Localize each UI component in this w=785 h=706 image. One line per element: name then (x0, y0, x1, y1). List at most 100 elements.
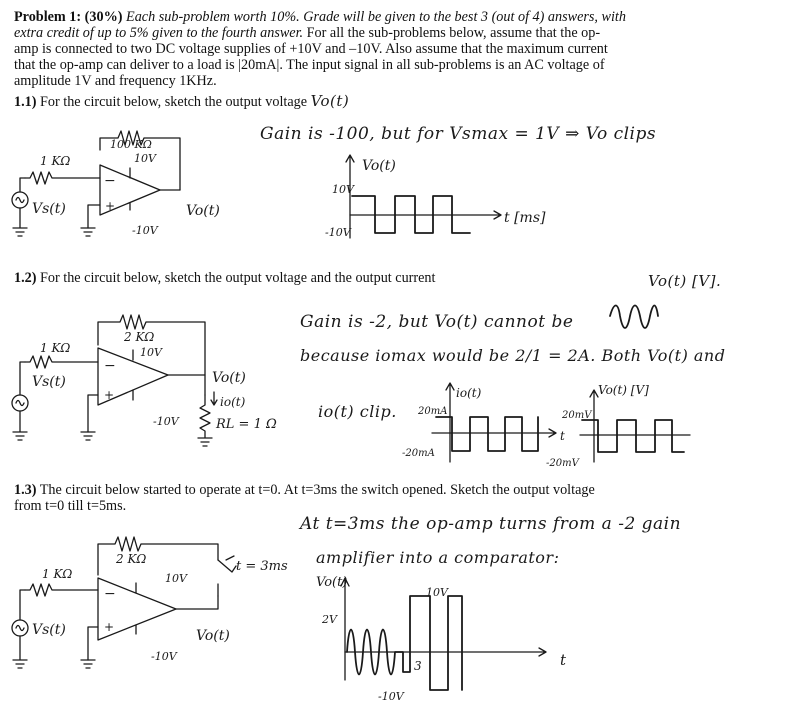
q1-plus-sign: + (105, 199, 115, 213)
q3-ground-plus (80, 659, 96, 669)
q2-plus-wire (87, 394, 99, 433)
q2-input-resistor (24, 355, 99, 369)
q3-switch-label: t = 3ms (236, 559, 288, 574)
q2-plot2-y-axis (589, 389, 599, 463)
q3-feedback-resistor (97, 536, 219, 576)
q3-vo-label: Vo(t) (196, 628, 230, 644)
q1-rf-label: 100 KΩ (110, 138, 152, 151)
q1-vs-label: Vs(t) (32, 201, 66, 217)
q2-prompt: 1.2) For the circuit below, sketch the o… (14, 270, 435, 286)
q3-vpos-label: 10V (165, 572, 188, 585)
q3-plot-y-axis (340, 577, 350, 681)
q1-prompt: 1.1) For the circuit below, sketch the o… (14, 93, 349, 110)
q2-plot2-y-label: Vo(t) [V] (598, 383, 649, 397)
q2-current-arrow (210, 391, 218, 406)
q3-rf-label: 2 KΩ (115, 552, 146, 566)
q3-output-wire (175, 595, 219, 610)
q3-plot-y-label: Vo(t) (316, 575, 347, 590)
problem-header-line-5: amplitude 1V and frequency 1KHz. (14, 73, 217, 89)
q3-plot-ytop: 10V (426, 586, 449, 599)
q3-switch (217, 555, 237, 597)
q3-prompt-line-1: 1.3) The circuit below started to operat… (14, 482, 595, 498)
problem-instructions-3: For all the sub-problems below, assume t… (306, 25, 601, 41)
q1-plot-y-axis (345, 154, 355, 239)
q2-plot2-ytop: 20mV (561, 410, 593, 421)
q3-input-resistor (24, 583, 99, 597)
q3-text-1: The circuit below started to operate at … (39, 482, 595, 498)
q2-answer-line-1: Gain is -2, but Vo(t) cannot be (300, 312, 574, 332)
q1-plot-x-axis (349, 210, 502, 220)
q1-feedback-resistor (99, 130, 181, 191)
q2-circuit: 1 KΩ 2 KΩ 10V -10V − + Vs(t) Vo(t) io(t)… (11, 314, 277, 447)
q2-plot1-ybot: -20mA (402, 448, 435, 459)
q3-circuit: 1 KΩ 2 KΩ 10V -10V − + Vs(t) Vo(t) t = 3… (11, 536, 288, 669)
q1-input-resistor (24, 171, 101, 185)
q2-answer-sketches: io(t) 20mA -20mA t Vo(t) [V] 20mV -20mV (402, 304, 691, 469)
problem-instructions-1: Each sub-problem worth 10%. Grade will b… (126, 9, 626, 25)
q2-number: 1.2) (14, 270, 37, 286)
q3-vs-label: Vs(t) (32, 622, 66, 638)
q2-plot1-ytop: 20mA (417, 406, 447, 417)
q3-answer-line-2: amplifier into a comparator: (316, 548, 560, 567)
problem-header-line-4: that the op-amp can deliver to a load is… (14, 57, 605, 73)
problem-header-line-1: Problem 1: (30%) Each sub-problem worth … (14, 9, 626, 25)
q2-text-a: For the circuit below, sketch the output… (40, 270, 308, 286)
q2-vs-label: Vs(t) (32, 374, 66, 390)
q2-rl-label: RL = 1 Ω (215, 417, 277, 432)
q1-answer-text: Gain is -100, but for Vsmax = 1V ⇒ Vo cl… (260, 124, 657, 144)
q2-source-wires (12, 361, 28, 441)
problem-instructions-2: extra credit of up to 5% given to the fo… (14, 25, 304, 41)
problem-header-line-2: extra credit of up to 5% given to the fo… (14, 25, 600, 41)
q2-ground-plus (80, 431, 96, 441)
q2-io-label: io(t) (220, 395, 246, 409)
q2-plot2-ybot: -20mV (546, 458, 581, 469)
q2-vneg-label: -10V (153, 415, 180, 428)
q2-big-sine-doodle (609, 304, 659, 329)
q1-ground-plus (80, 227, 96, 237)
q3-plot-ymid: 2V (321, 613, 338, 626)
q1-vneg-label: -10V (132, 224, 159, 237)
q1-vo-handwritten: Vo(t) (310, 92, 350, 110)
q3-plot-xmark: 3 (414, 659, 422, 673)
q2-voltage-clipped-wave (581, 419, 685, 453)
problem-header-line-3: amp is connected to two DC voltage suppl… (14, 41, 608, 57)
q1-text: For the circuit below, sketch the output… (40, 94, 308, 110)
q2-plus-sign: + (104, 388, 114, 402)
q2-plot1-y-axis (445, 382, 455, 463)
q3-plus-wire (87, 626, 99, 661)
q3-plot-ybot: -10V (378, 690, 405, 703)
q3-prompt-line-2: from t=0 till t=5ms. (14, 498, 127, 514)
q2-plot1-x-label: t (560, 429, 565, 443)
q2-text-b: and the output current (310, 270, 436, 286)
q2-rf-label: 2 KΩ (123, 330, 154, 344)
q2-plot1-y-label: io(t) (456, 386, 482, 400)
q3-answer-plot: Vo(t) 10V 2V -10V 3 t (316, 575, 567, 703)
problem-title: Problem 1: (30%) (14, 9, 123, 25)
q3-sine-then-square (346, 595, 463, 691)
q2-current-clipped-wave (435, 416, 539, 452)
q3-number: 1.3) (14, 482, 37, 498)
q1-minus-sign: − (104, 173, 116, 189)
q3-plus-sign: + (104, 620, 114, 634)
q1-plus-wire (87, 204, 101, 229)
q3-rin-label: 1 KΩ (42, 567, 72, 581)
q1-source-wires (12, 177, 28, 237)
q2-vpos-label: 10V (140, 346, 163, 359)
q2-minus-sign: − (104, 358, 116, 374)
q3-answer-line-1: At t=3ms the op-amp turns from a -2 gain (300, 514, 682, 534)
q3-plot-x-axis (344, 647, 547, 657)
q1-rin-label: 1 KΩ (40, 154, 70, 168)
q2-answer-line-3: io(t) clip. (318, 402, 397, 421)
q3-vneg-label: -10V (151, 650, 178, 663)
q1-plot-y-label: Vo(t) (362, 158, 396, 174)
q1-vpos-label: 10V (134, 152, 157, 165)
q1-number: 1.1) (14, 94, 37, 110)
q1-vo-label: Vo(t) (186, 203, 220, 219)
q1-plot-x-label: t [ms] (504, 210, 546, 226)
q3-opamp (97, 577, 177, 641)
q2-feedback-resistor (97, 314, 206, 376)
q2-output-wire (167, 374, 206, 396)
q2-vo-label: Vo(t) (212, 370, 246, 386)
q1-plot-ybot: -10V (325, 226, 352, 239)
